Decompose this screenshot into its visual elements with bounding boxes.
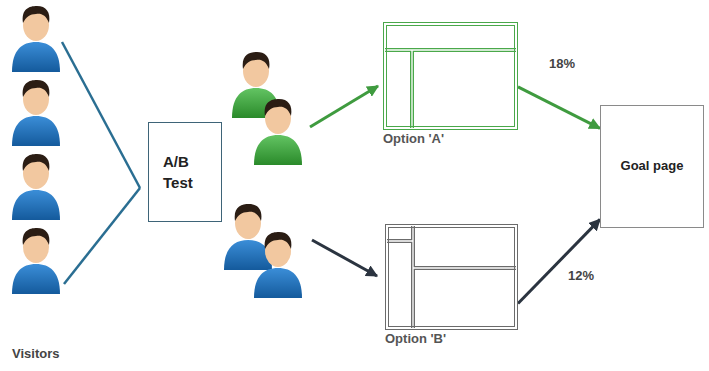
box-label: A/B Test: [163, 151, 207, 193]
wireframe-line: [387, 226, 516, 328]
group-b-icon: [254, 232, 302, 298]
group-a-icon: [254, 99, 302, 165]
group-arrow: [312, 240, 377, 276]
wireframe-line: [387, 226, 516, 328]
flow-arrow: [518, 87, 600, 129]
wireframe-line: [385, 50, 516, 128]
test-box: A/B Test: [148, 122, 222, 222]
visitor-icon: [12, 80, 60, 146]
visitor-icon: [12, 154, 60, 220]
group-label: Visitors: [10, 346, 61, 361]
flow-arrow: [518, 219, 600, 303]
visitor-icon: [12, 228, 60, 294]
visitor-icon: [12, 6, 60, 72]
split-line: [62, 42, 140, 188]
option-label: Option 'A': [383, 131, 444, 146]
wireframe-page: Option 'B': [385, 224, 518, 330]
option-label: Option 'B': [385, 331, 446, 346]
wireframe-line: [385, 50, 516, 128]
group-b-icon: [224, 204, 272, 270]
split-line: [64, 188, 140, 284]
rate-label: 12%: [566, 268, 596, 283]
rate-label: 18%: [547, 56, 577, 71]
wireframe-page: Option 'A': [383, 22, 518, 130]
box-label: Goal page: [621, 158, 684, 175]
group-arrow: [310, 86, 378, 127]
goal-box: Goal page: [600, 105, 704, 228]
